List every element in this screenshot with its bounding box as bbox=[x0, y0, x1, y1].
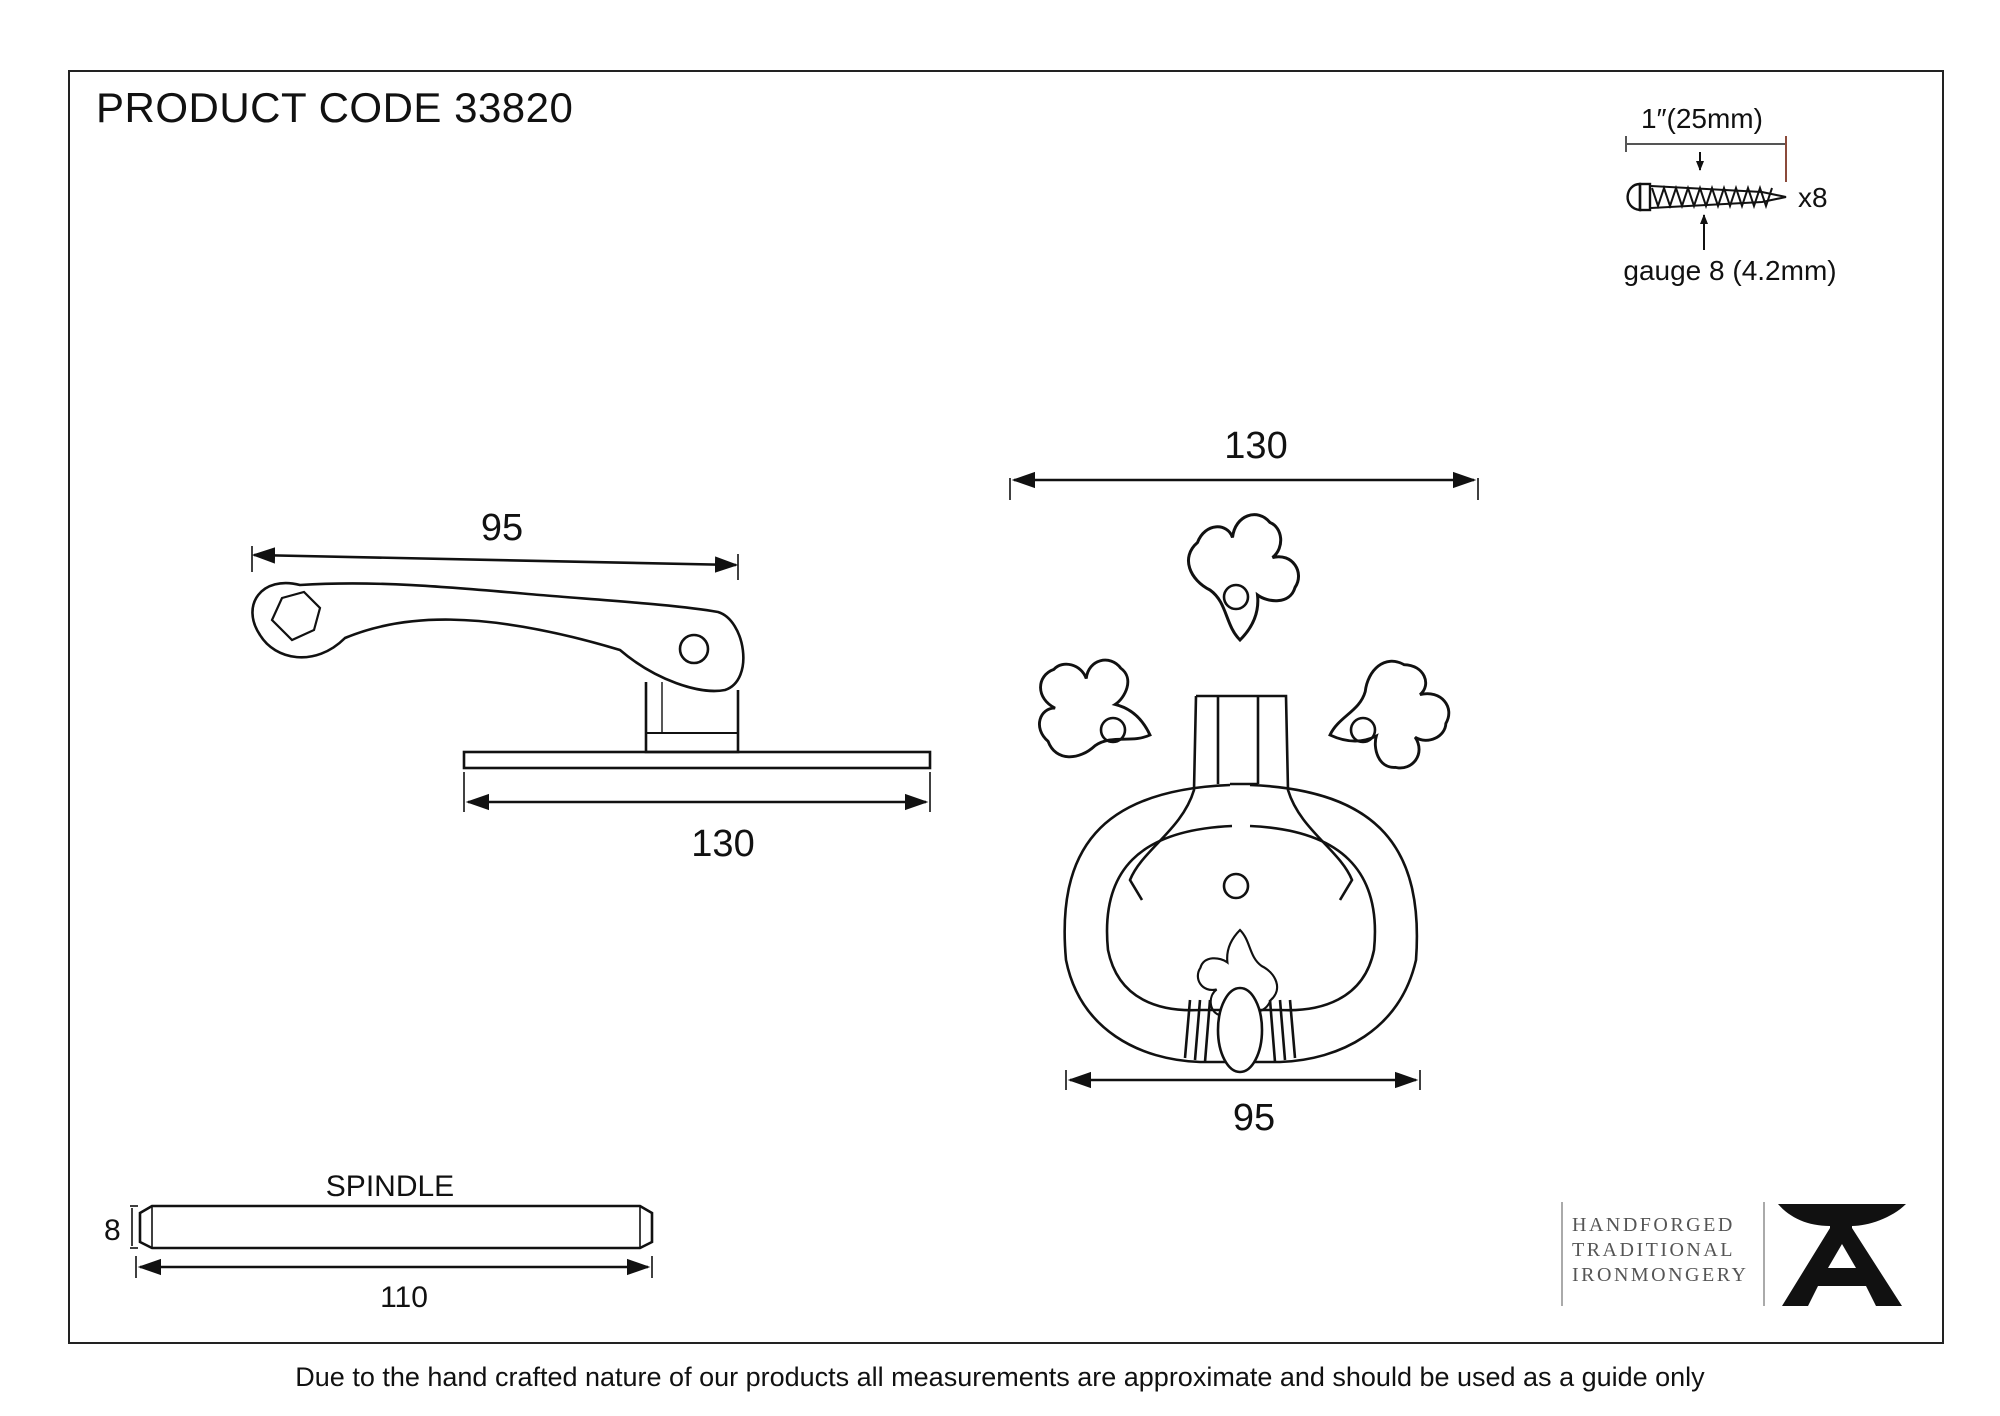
brand-line-2: TRADITIONAL bbox=[1572, 1239, 1736, 1261]
lever-length-label: 95 bbox=[481, 507, 523, 549]
screw-detail bbox=[1625, 136, 1787, 250]
spindle-length-label: 110 bbox=[380, 1281, 428, 1314]
brand-line-3: IRONMONGERY bbox=[1572, 1264, 1749, 1286]
drawing-border bbox=[68, 70, 1944, 1344]
spindle-thickness-label: 8 bbox=[104, 1214, 121, 1247]
spindle-detail bbox=[130, 1204, 654, 1278]
brand-wordmark: HANDFORGED TRADITIONAL IRONMONGERY bbox=[1572, 1213, 1749, 1288]
product-code: PRODUCT CODE 33820 bbox=[96, 84, 574, 131]
plate-length-label: 130 bbox=[691, 823, 754, 865]
screw-length-label: 1″(25mm) bbox=[1641, 103, 1763, 134]
spindle-label: SPINDLE bbox=[326, 1170, 454, 1203]
backplate-width-label: 130 bbox=[1224, 425, 1287, 467]
front-view bbox=[1009, 471, 1479, 1090]
side-view bbox=[251, 546, 932, 812]
screw-gauge-label: gauge 8 (4.2mm) bbox=[1623, 255, 1836, 286]
ring-width-label: 95 bbox=[1233, 1097, 1275, 1139]
anvil-icon bbox=[1778, 1204, 1906, 1306]
disclaimer-text: Due to the hand crafted nature of our pr… bbox=[295, 1362, 1705, 1392]
brand-line-1: HANDFORGED bbox=[1572, 1214, 1735, 1236]
screw-quantity-label: x8 bbox=[1798, 182, 1828, 213]
